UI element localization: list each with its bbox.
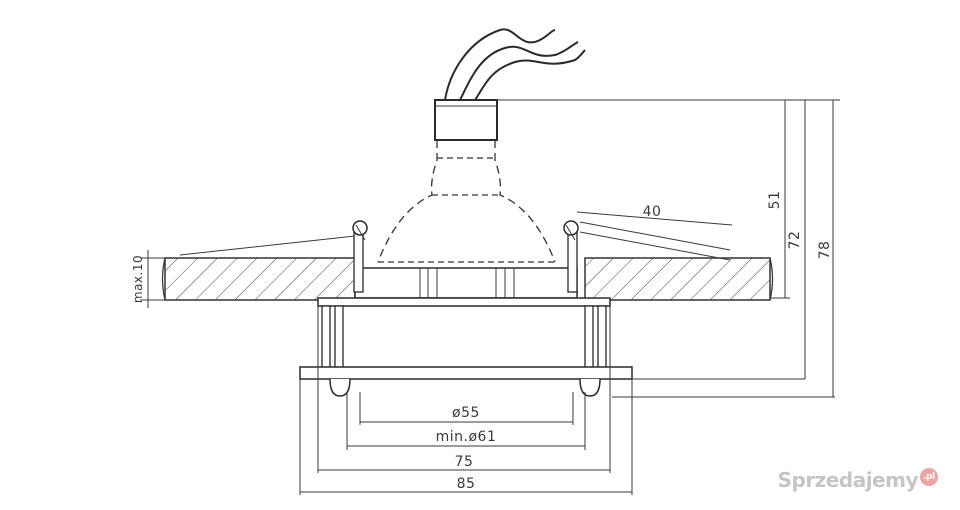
dim-lines-horizontal (299, 306, 633, 495)
watermark-text: Sprzedajemy (777, 468, 919, 492)
lamp-housing (354, 267, 578, 299)
dim-label-85: 85 (457, 476, 476, 492)
dim-label-75: 75 (455, 454, 474, 470)
mounting-spring-left (352, 220, 368, 293)
dim-label-40: 40 (643, 204, 662, 220)
trim-ring (299, 297, 633, 397)
spring-dim (179, 211, 733, 261)
bulb-outline (377, 140, 556, 263)
dim-lines-vertical (140, 99, 840, 398)
dim-label-78: 78 (817, 241, 833, 260)
watermark: Sprzedajemy.pl (778, 468, 938, 492)
dim-label-51: 51 (767, 191, 783, 210)
watermark-badge: .pl (920, 468, 938, 486)
dim-label-61: min.ø61 (436, 429, 497, 445)
ceiling-panel (161, 257, 774, 301)
dim-label-55: ø55 (452, 405, 480, 421)
dim-label-72: 72 (787, 231, 803, 250)
power-cable (444, 28, 586, 101)
lamp-socket (434, 99, 498, 141)
mounting-spring-right (563, 220, 579, 293)
dim-label-max10: max.10 (131, 255, 145, 303)
